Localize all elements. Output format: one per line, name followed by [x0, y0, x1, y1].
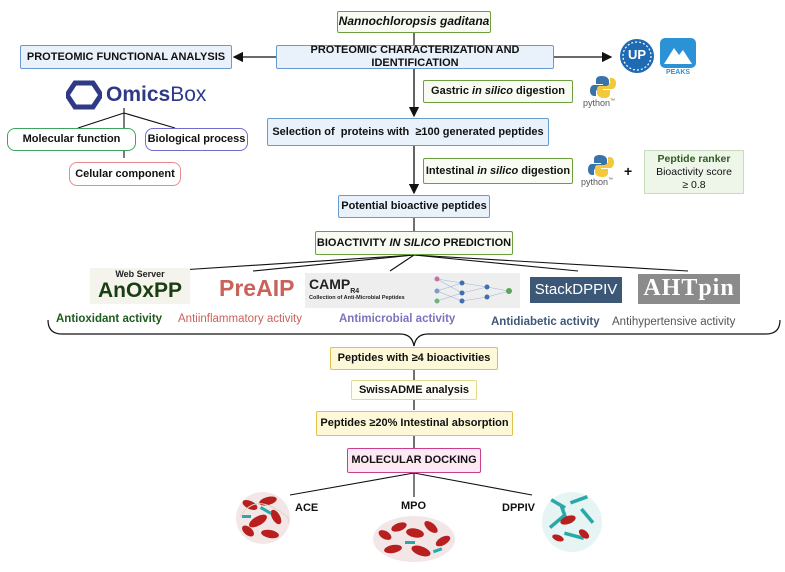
python-label-gastric: python™	[583, 98, 615, 108]
connector-fan-5	[413, 254, 689, 272]
python-logo-intestinal: python™	[581, 154, 621, 190]
python-tm-gastric: ™	[610, 98, 616, 104]
prediction-post: PREDICTION	[440, 236, 512, 249]
species-box: Nannochloropsis gaditana	[337, 11, 491, 33]
swissadme-box: SwissADME analysis	[351, 380, 477, 400]
antidiabetic-label: Antidiabetic activity	[491, 316, 600, 328]
peaks-label: PEAKS	[665, 69, 691, 76]
docking-box: MOLECULAR DOCKING	[347, 448, 481, 473]
connector-fan-1	[164, 254, 415, 272]
biological-process-label: Biological process	[147, 133, 246, 146]
gastric-post: digestion	[512, 85, 565, 98]
selection-box: Selection of proteins with ≥100 generate…	[267, 118, 549, 146]
mpo-label: MPO	[401, 500, 427, 512]
ranker-title: Peptide ranker	[657, 153, 731, 165]
camp-network-icon	[434, 276, 512, 304]
gastric-em: in silico	[472, 85, 513, 98]
connector-omics-biological	[123, 112, 176, 129]
intestinal-pre: Intestinal	[425, 164, 478, 177]
uniprot-logo-text: UP	[627, 47, 647, 62]
antimicrobial-label: Antimicrobial activity	[339, 313, 456, 325]
ace-protein-structure	[236, 492, 290, 544]
intestinal-em: in silico	[477, 164, 519, 177]
characterization-label: PROTEOMIC CHARACTERIZATION AND IDENTIFIC…	[310, 44, 520, 69]
connector-omics-molecular	[77, 112, 125, 129]
python-label-intestinal: python™	[581, 177, 613, 187]
connector-dock-dppiv	[413, 472, 533, 496]
connector-fan-4	[413, 254, 579, 272]
potential-peptides-box: Potential bioactive peptides	[338, 195, 490, 218]
plus-sign: +	[624, 163, 633, 179]
functional-analysis-box: PROTEOMIC FUNCTIONAL ANALYSIS	[20, 45, 232, 69]
prediction-em: IN SILICO	[389, 236, 441, 249]
camp-sub: R4	[350, 287, 360, 295]
python-snake-icon	[590, 76, 616, 98]
molecular-function-box: Molecular function	[7, 128, 136, 151]
camp-name-line: CAMPR4	[309, 276, 359, 295]
ahtpin-name: AHTpin	[643, 275, 735, 302]
prediction-box: BIOACTIVITY IN SILICO PREDICTION	[315, 231, 513, 255]
connector-fan-2	[252, 254, 415, 272]
stackdppiv-logo: StackDPPIV	[530, 277, 622, 303]
ranker-line2: ≥ 0.8	[682, 179, 706, 192]
anoxpp-logo: Web Server AnOxPP	[90, 268, 190, 304]
peaks-logo: PEAKS	[660, 38, 696, 78]
prediction-pre: BIOACTIVITY	[316, 236, 390, 249]
docking-label: MOLECULAR DOCKING	[351, 454, 477, 467]
omicsbox-rest: Box	[170, 83, 207, 106]
python-tm-intestinal: ™	[608, 177, 614, 183]
mpo-protein-structure	[373, 516, 455, 562]
species-label: Nannochloropsis gaditana	[338, 14, 490, 29]
dppiv-protein-structure	[542, 492, 602, 552]
swissadme-label: SwissADME analysis	[358, 383, 470, 396]
selection-label: Selection of proteins with ≥100 generate…	[272, 125, 544, 138]
anoxpp-caption: Web Server	[115, 269, 165, 279]
connector-dock-ace	[289, 472, 415, 496]
antiinflammatory-label: Antiinflammatory activity	[178, 313, 302, 325]
peaks-mountain-icon	[660, 38, 696, 68]
camp-logo: CAMPR4 Collection of Anti-Microbial Pept…	[305, 273, 520, 308]
omicsbox-hex-icon	[66, 80, 102, 110]
potential-label: Potential bioactive peptides	[341, 200, 487, 213]
antioxidant-label: Antioxidant activity	[56, 313, 163, 325]
absorption-box: Peptides ≥20% Intestinal absorption	[316, 411, 513, 436]
with4-box: Peptides with ≥4 bioactivities	[330, 347, 498, 370]
omicsbox-bold: Omics	[106, 83, 171, 106]
with4-label: Peptides with ≥4 bioactivities	[337, 352, 491, 365]
cellular-component-label: Celular component	[75, 167, 175, 180]
connector-fan-3	[389, 254, 415, 272]
dppiv-label: DPPIV	[502, 502, 536, 514]
stackdppiv-name: StackDPPIV	[534, 281, 618, 299]
characterization-box: PROTEOMIC CHARACTERIZATION AND IDENTIFIC…	[276, 44, 554, 69]
gastric-digestion-box: Gastric in silico digestion	[423, 80, 573, 103]
anoxpp-name: AnOxPP	[97, 279, 183, 302]
python-text-intestinal: python	[581, 177, 609, 187]
intestinal-post: digestion	[518, 164, 571, 177]
uniprot-logo-icon	[620, 39, 654, 73]
cellular-component-box: Celular component	[69, 162, 181, 186]
biological-process-box: Biological process	[145, 128, 248, 151]
python-logo-gastric: python™	[583, 75, 623, 111]
gastric-pre: Gastric	[431, 85, 473, 98]
camp-caption: Collection of Anti-Microbial Peptides	[309, 295, 405, 301]
functional-analysis-label: PROTEOMIC FUNCTIONAL ANALYSIS	[26, 50, 226, 63]
absorption-label: Peptides ≥20% Intestinal absorption	[320, 417, 509, 430]
ranker-line1: Bioactivity score	[656, 166, 732, 179]
python-text-gastric: python	[583, 98, 611, 108]
peptide-ranker-box: Peptide ranker Bioactivity score ≥ 0.8	[644, 150, 744, 194]
omicsbox-logo: OmicsBox	[66, 80, 206, 110]
intestinal-digestion-box: Intestinal in silico digestion	[423, 158, 573, 184]
ace-label: ACE	[295, 502, 319, 514]
uniprot-logo: UP	[619, 38, 655, 74]
preaip-logo: PreAIP	[219, 275, 295, 301]
antihypertensive-label: Antihypertensive activity	[612, 316, 736, 328]
molecular-function-label: Molecular function	[22, 133, 121, 146]
python-snake-icon	[588, 155, 614, 177]
ahtpin-logo: AHTpin	[638, 274, 740, 304]
camp-name: CAMP	[309, 276, 351, 292]
